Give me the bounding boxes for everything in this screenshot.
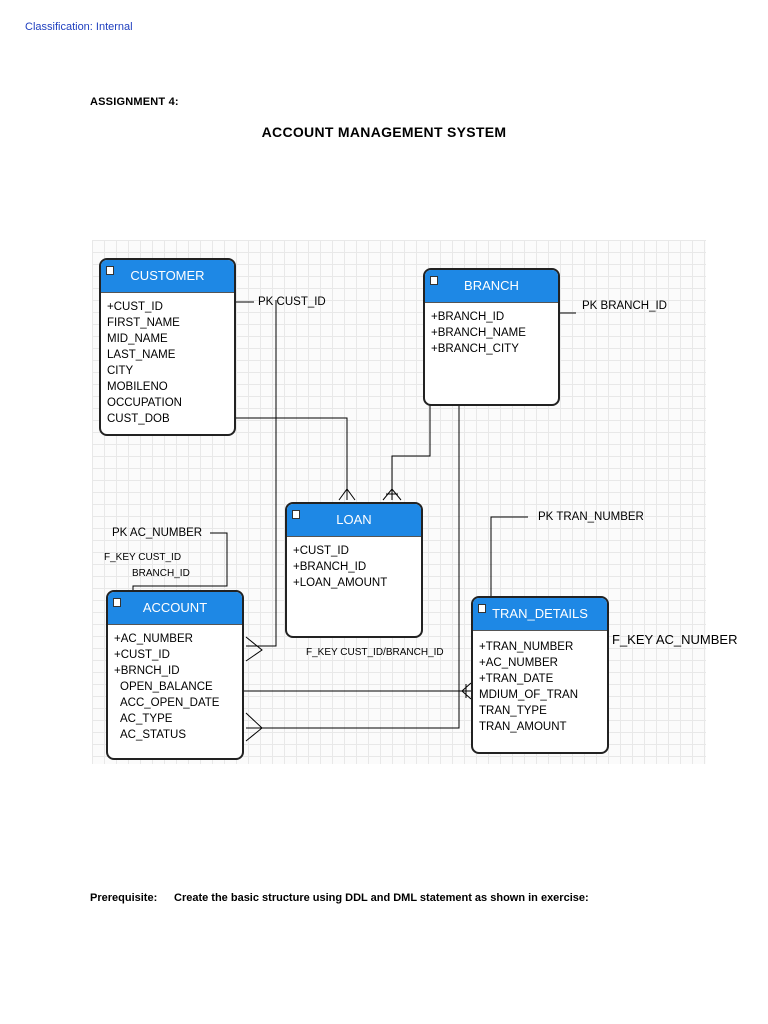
field-item: +AC_NUMBER	[479, 657, 558, 669]
pk-ac-note: PK AC_NUMBER	[112, 527, 203, 539]
field-item: MOBILENO	[107, 381, 168, 393]
field-item: +BRNCH_ID	[114, 665, 180, 677]
field-item: OCCUPATION	[107, 397, 182, 409]
customer-loan-line	[236, 417, 348, 500]
fkey-tran-note: F_KEY AC_NUMBER	[612, 632, 738, 647]
entity-title: LOAN	[336, 512, 372, 527]
field-item: +TRAN_DATE	[479, 673, 554, 685]
field-item: OPEN_BALANCE	[120, 681, 213, 693]
entity-customer[interactable]: CUSTOMER +CUST_ID FIRST_NAME MID_NAME LA…	[99, 258, 236, 436]
entity-title: BRANCH	[464, 278, 519, 293]
page-title: ACCOUNT MANAGEMENT SYSTEM	[261, 124, 507, 140]
entity-loan[interactable]: LOAN +CUST_ID +BRANCH_ID +LOAN_AMOUNT	[285, 502, 423, 638]
assignment-heading: ASSIGNMENT 4:	[90, 96, 179, 108]
classification-label: Classification: Internal	[25, 21, 133, 33]
account-field-list: +AC_NUMBER +CUST_ID +BRNCH_ID OPEN_BALAN…	[108, 625, 242, 743]
prerequisite-text: Create the basic structure using DDL and…	[174, 892, 589, 904]
prerequisite-label: Prerequisite:	[90, 892, 158, 904]
field-item: FIRST_NAME	[107, 317, 180, 329]
field-item: TRAN_TYPE	[479, 705, 547, 717]
field-item: CUST_DOB	[107, 413, 170, 425]
field-item: +CUST_ID	[114, 649, 170, 661]
branch-loan-line	[391, 404, 431, 500]
field-item: MID_NAME	[107, 333, 168, 345]
customer-account-line	[246, 300, 277, 647]
minimize-icon	[292, 510, 300, 519]
minimize-icon	[106, 266, 114, 275]
field-item: +BRANCH_ID	[293, 561, 367, 573]
customer-field-list: +CUST_ID FIRST_NAME MID_NAME LAST_NAME C…	[101, 293, 234, 427]
minimize-icon	[430, 276, 438, 285]
field-item: LAST_NAME	[107, 349, 176, 361]
fkey-branch-note: BRANCH_ID	[132, 568, 190, 579]
tran-field-list: +TRAN_NUMBER +AC_NUMBER +TRAN_DATE MDIUM…	[473, 631, 607, 735]
entity-title: TRAN_DETAILS	[492, 606, 588, 621]
field-item: AC_TYPE	[120, 713, 173, 725]
branch-field-list: +BRANCH_ID +BRANCH_NAME +BRANCH_CITY	[425, 303, 558, 357]
minimize-icon	[478, 604, 486, 613]
branch-account-line	[246, 406, 460, 729]
field-item: +TRAN_NUMBER	[479, 641, 574, 653]
pk-tran-note: PK TRAN_NUMBER	[538, 511, 644, 523]
fkey-cust-note: F_KEY CUST_ID	[104, 552, 182, 563]
field-item: CITY	[107, 365, 134, 377]
field-item: ACC_OPEN_DATE	[120, 697, 220, 709]
entity-branch[interactable]: BRANCH +BRANCH_ID +BRANCH_NAME +BRANCH_C…	[423, 268, 560, 406]
field-item: TRAN_AMOUNT	[479, 721, 567, 733]
field-item: MDIUM_OF_TRAN	[479, 689, 579, 701]
loan-field-list: +CUST_ID +BRANCH_ID +LOAN_AMOUNT	[287, 537, 421, 591]
pk-branch-note: PK BRANCH_ID	[582, 300, 667, 312]
field-item: +AC_NUMBER	[114, 633, 193, 645]
entity-tran-details[interactable]: TRAN_DETAILS +TRAN_NUMBER +AC_NUMBER +TR…	[471, 596, 609, 754]
entity-title: CUSTOMER	[130, 268, 205, 283]
field-item: +CUST_ID	[107, 301, 163, 313]
fkey-loan-note: F_KEY CUST_ID/BRANCH_ID	[306, 647, 444, 658]
entity-title: ACCOUNT	[142, 600, 208, 615]
field-item: +BRANCH_NAME	[431, 327, 526, 339]
field-item: +BRANCH_ID	[431, 311, 505, 323]
entity-account[interactable]: ACCOUNT +AC_NUMBER +CUST_ID +BRNCH_ID OP…	[106, 590, 244, 760]
prerequisite-line: Prerequisite: Create the basic structure …	[90, 892, 589, 904]
field-item: AC_STATUS	[120, 729, 187, 741]
minimize-icon	[113, 598, 121, 607]
field-item: +LOAN_AMOUNT	[293, 577, 388, 589]
field-item: +CUST_ID	[293, 545, 349, 557]
pk-cust-note: PK CUST_ID	[258, 296, 326, 308]
field-item: +BRANCH_CITY	[431, 343, 519, 355]
